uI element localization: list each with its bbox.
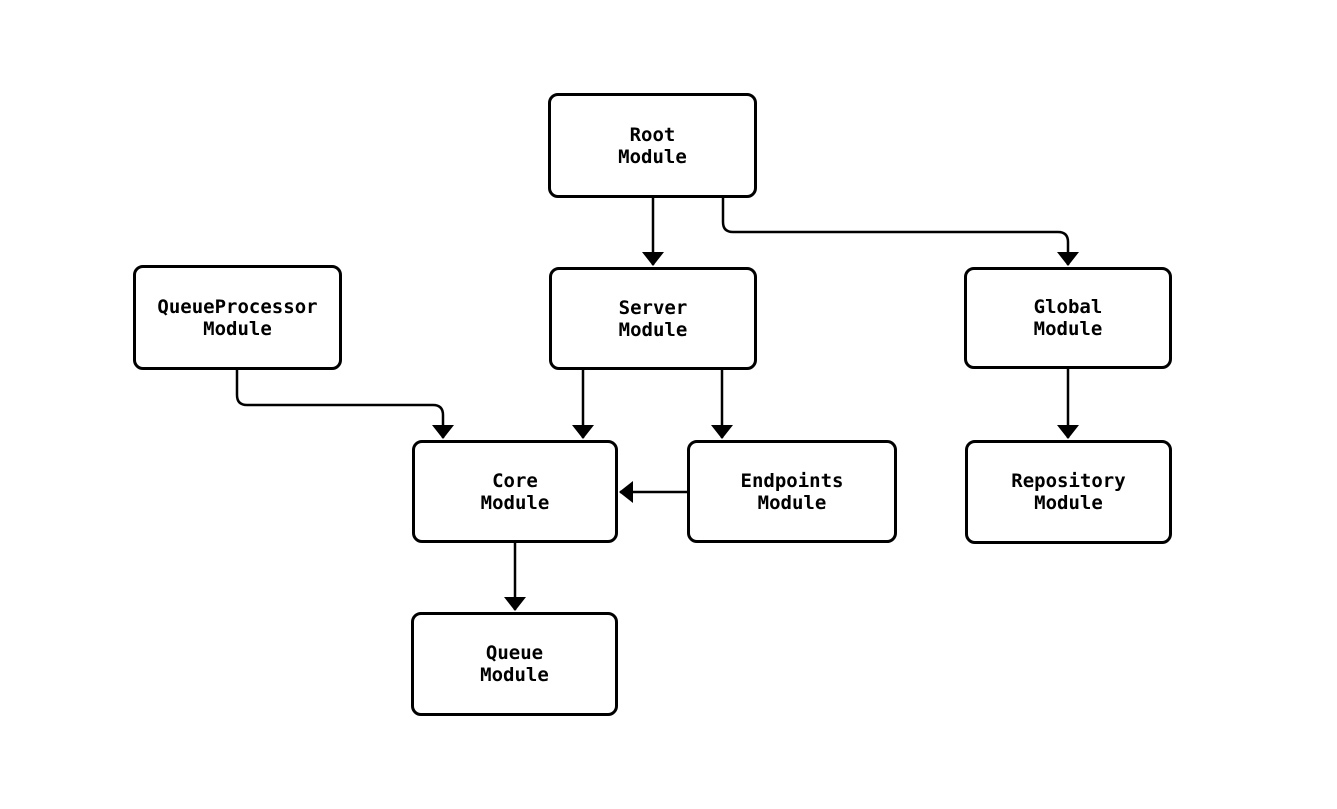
node-label-line: Endpoints [740,469,844,492]
node-label-line: Module [618,318,688,341]
node-label-line: Global [1033,296,1103,318]
node-label-line: Module [480,491,550,514]
node-label-line: Queue [485,642,544,664]
node-label-line: Module [757,491,827,514]
node-label-line: Module [1034,492,1103,514]
node-label-line: Root [629,123,676,146]
node-label-line: QueueProcessor [157,295,318,318]
node-label-line: Module [618,145,687,168]
edge-queueprocessor-module-to-core-module [235,370,454,439]
node-label-line: Module [480,664,549,686]
edge-root-module-to-global-module [721,198,1079,266]
node-label-line: Module [1033,318,1103,340]
node-label-line: Server [618,296,688,319]
node-label-line: Core [492,469,538,492]
node-label-line: Module [203,317,272,340]
node-label-line: Repository [1011,470,1126,492]
